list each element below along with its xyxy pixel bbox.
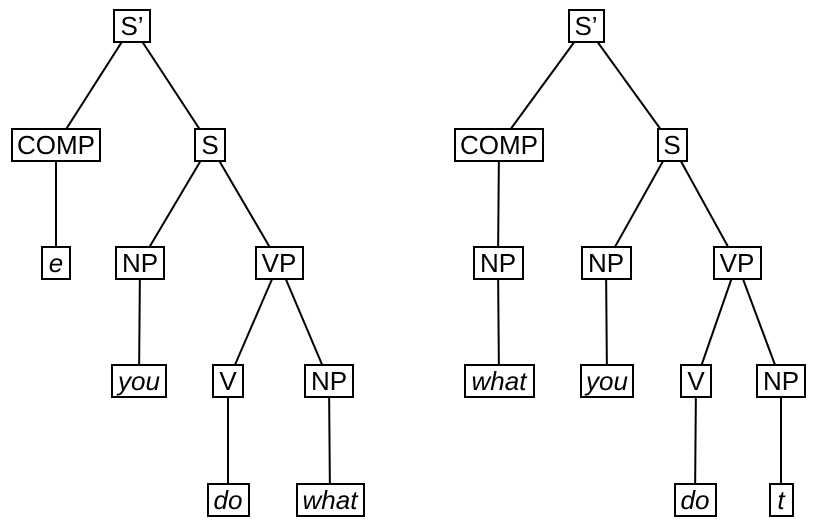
node-left-tree-comp: COMP [11,128,101,162]
edge-right-tree-v-do [694,380,697,501]
edge-right-tree-s-bar-s [585,25,673,146]
node-left-tree-e: e [41,246,71,280]
node-right-tree-np-wh: NP [472,246,524,280]
edge-left-tree-s-bar-comp [55,25,133,146]
node-right-tree-np-subj: NP [580,246,632,280]
node-right-tree-s: S [656,128,688,162]
edge-right-tree-s-vp [671,144,738,264]
edge-right-tree-s-bar-comp [498,25,587,146]
node-left-tree-np-subj: NP [115,246,165,280]
edge-right-tree-np-subj-you [605,262,608,382]
node-right-tree-comp: COMP [454,128,544,162]
node-right-tree-s-bar: S’ [567,9,605,43]
node-right-tree-v: V [680,364,712,398]
edge-left-tree-vp-v [227,262,280,382]
edge-right-tree-np-wh-what [497,262,500,382]
edge-left-tree-np-obj-what [328,380,331,501]
node-right-tree-what: what [463,364,535,398]
node-left-tree-do: do [206,483,250,517]
node-right-tree-you: you [580,364,634,398]
edge-right-tree-comp-np-wh [497,144,500,264]
node-left-tree-you: you [111,364,167,398]
edge-left-tree-np-subj-you [138,262,141,382]
node-right-tree-np-obj: NP [756,364,806,398]
node-right-tree-t: t [768,483,794,517]
node-left-tree-v: V [212,364,244,398]
node-left-tree-s-bar: S’ [113,9,151,43]
edge-right-tree-vp-np-obj [736,262,782,382]
node-left-tree-vp: VP [254,246,304,280]
edge-right-tree-vp-v [695,262,738,382]
node-left-tree-np-obj: NP [304,364,354,398]
edge-right-tree-s-np-subj [605,144,673,264]
node-right-tree-do: do [673,483,717,517]
node-left-tree-s: S [194,128,226,162]
edge-left-tree-s-vp [209,144,280,264]
edge-left-tree-s-bar-s [131,25,211,146]
edge-left-tree-vp-np-obj [278,262,330,382]
node-left-tree-what: what [295,483,365,517]
edge-left-tree-s-np-subj [139,144,211,264]
node-right-tree-vp: VP [712,246,762,280]
